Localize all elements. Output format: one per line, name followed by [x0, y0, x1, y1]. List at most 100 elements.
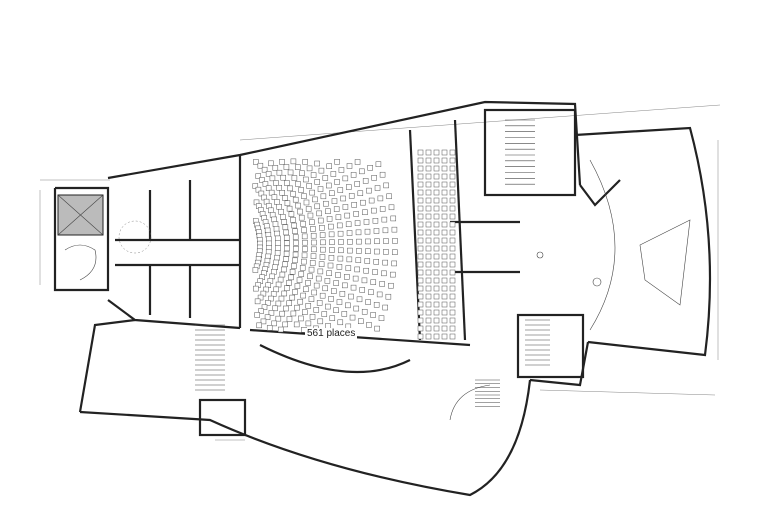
seat: [284, 245, 290, 252]
seat: [366, 322, 372, 328]
seat: [425, 229, 432, 236]
seat: [425, 269, 432, 276]
seat: [441, 205, 448, 212]
seat: [383, 238, 389, 244]
seat: [294, 283, 301, 289]
seat: [425, 173, 432, 180]
seat: [354, 159, 361, 165]
seat: [298, 214, 305, 221]
seat: [417, 325, 424, 332]
seat: [268, 295, 274, 302]
seat: [261, 304, 268, 310]
seat: [305, 206, 312, 212]
seat: [441, 293, 448, 300]
seat: [449, 205, 456, 212]
seat: [449, 293, 456, 300]
seat: [325, 208, 331, 214]
seat: [265, 300, 271, 306]
seat: [363, 219, 370, 225]
seat: [371, 175, 377, 181]
seat: [288, 211, 295, 217]
seat: [383, 182, 389, 189]
seat: [277, 276, 284, 283]
seat: [417, 261, 424, 268]
seat: [254, 312, 260, 318]
seat: [253, 285, 259, 292]
seat: [321, 311, 328, 317]
seat: [301, 258, 307, 265]
seat: [382, 304, 388, 311]
seat: [441, 309, 448, 316]
seat: [302, 176, 309, 183]
seat: [355, 229, 362, 236]
seat: [337, 319, 344, 326]
seat: [316, 300, 323, 306]
seat: [271, 216, 277, 223]
seat: [441, 213, 448, 220]
seat: [317, 217, 324, 224]
seat: [361, 308, 368, 315]
seat: [322, 285, 328, 292]
seat: [348, 293, 354, 300]
seat: [259, 177, 265, 183]
seat: [269, 175, 276, 182]
seat: [390, 215, 397, 222]
seat: [346, 184, 352, 190]
seat: [383, 249, 389, 255]
seat: [346, 256, 353, 263]
seat: [306, 183, 312, 189]
seat: [303, 199, 310, 206]
seat: [360, 199, 366, 206]
seat: [417, 245, 424, 252]
seat: [388, 204, 395, 211]
seat: [386, 193, 392, 200]
seat: [354, 181, 360, 187]
seat: [417, 253, 424, 260]
seat: [368, 197, 375, 204]
seat: [278, 295, 285, 302]
seat: [391, 226, 398, 233]
seat: [307, 212, 314, 219]
seat: [441, 173, 448, 180]
seat: [318, 167, 325, 174]
seat: [300, 292, 306, 299]
seat: [441, 189, 448, 196]
seat: [277, 326, 284, 333]
seat: [392, 249, 398, 255]
seat: [328, 296, 334, 302]
seat: [281, 290, 288, 297]
seat: [309, 260, 316, 266]
seat: [262, 181, 269, 187]
seat: [381, 270, 387, 277]
seat: [293, 321, 300, 328]
seat: [364, 228, 371, 235]
seat: [417, 285, 424, 292]
seat: [449, 301, 456, 308]
seat: [417, 205, 424, 212]
seat: [425, 165, 432, 172]
seat: [310, 253, 317, 259]
seat: [297, 298, 304, 305]
seat: [311, 246, 317, 253]
seat: [425, 197, 432, 204]
seat: [323, 200, 329, 207]
seat: [433, 149, 440, 156]
seat: [294, 304, 300, 311]
seat: [295, 181, 301, 187]
seat: [417, 309, 424, 316]
seat: [344, 274, 350, 280]
seat: [276, 169, 283, 176]
seat: [449, 173, 456, 180]
seat: [417, 157, 424, 164]
seat: [340, 195, 346, 202]
seat: [283, 305, 289, 312]
seat: [286, 300, 292, 306]
seat: [318, 261, 325, 267]
seat: [449, 181, 456, 188]
seat: [417, 269, 424, 276]
seat: [350, 172, 357, 178]
seat: [374, 238, 380, 245]
seat: [315, 275, 322, 282]
seat: [299, 265, 306, 271]
